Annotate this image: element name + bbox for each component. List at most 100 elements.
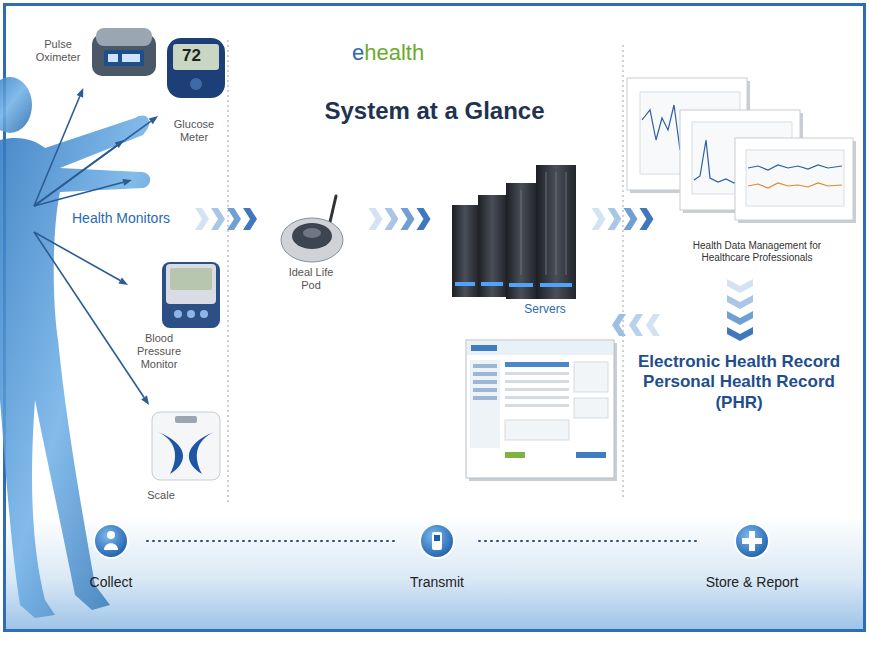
portal-screenshot [505,396,569,399]
return-chevrons [612,314,660,336]
portal-screenshot [505,380,569,383]
chevron [401,208,415,230]
arrow-head [118,277,128,285]
glucose-meter-device: Glucose Meter [158,32,230,148]
chart-cards [748,183,842,188]
dotted-connector [147,541,397,542]
node-label: Scale [140,489,182,502]
chevron [369,208,383,230]
blood-pressure-monitor-picture [166,264,216,304]
arrow-head [141,396,149,405]
pulse-oximeter-picture [108,54,118,62]
collect-step: Collect [80,522,144,596]
blood-pressure-monitor-picture [200,310,208,318]
chevron [727,311,753,325]
chevron [195,208,209,230]
servers: Servers [445,160,585,322]
ideal-life-pod: Ideal Life Pod [268,190,354,295]
pod-picture [281,196,343,262]
node-label: Store & Report [702,574,802,591]
step-icons [434,535,440,541]
chart-cards [627,78,856,223]
scale-picture [152,412,220,480]
divider-lines [623,45,624,500]
server-racks [506,183,536,299]
human-figure [0,77,150,618]
step-icons [432,532,442,550]
divider-lines [228,40,229,505]
node-label: Pulse Oximeter [32,38,84,64]
portal-screenshot [470,360,500,448]
server-racks [452,165,576,299]
step-icons [94,524,769,558]
scale-picture [175,416,197,423]
glucose-meter-picture [173,44,219,70]
dotted-line [479,540,699,542]
scale-picture [152,412,220,480]
step-icons [107,531,115,539]
portal-screenshot [505,388,569,391]
arrow-connector [34,232,128,285]
node-label: Electronic Health Record Personal Health… [628,352,850,413]
blood-pressure-monitor-picture [162,262,220,328]
scale-picture [189,432,214,474]
chevron-connector [369,208,431,230]
blood-pressure-monitor-picture [174,310,182,318]
portal-screenshot [471,345,497,351]
dotted-line [147,540,397,542]
return-chevrons [646,314,660,336]
server-racks [536,165,576,299]
blood-pressure-monitor-picture [170,268,212,290]
server-racks [478,195,506,297]
scale-device: Scale [140,405,228,510]
health-record-heading: Electronic Health Record Personal Health… [626,350,852,416]
chevron [227,208,241,230]
blood-pressure-monitor-picture [162,262,220,328]
node-label: Blood Pressure Monitor [128,332,190,372]
chevron [608,208,622,230]
portal-screenshot [473,388,497,392]
bottom-band [6,515,863,629]
store-report-step: Store & Report [702,522,804,596]
portal-screenshot [466,340,614,478]
glucose-meter-picture [190,78,202,90]
arrow-head [149,116,158,124]
bottom-band [6,515,863,629]
arrow-connector [34,232,149,405]
portal-screenshot [505,362,569,367]
chevron-connector [592,208,654,230]
step-icons [420,524,454,558]
portal-screenshot [473,364,497,368]
server-racks [481,282,503,286]
step-icons [735,524,769,558]
node-label: Health Monitors [72,210,182,227]
pulse-oximeter-device: Pulse Oximeter [30,20,165,88]
portal-screenshot [466,340,617,481]
portal-screenshot [574,362,608,392]
server-racks [452,205,478,297]
chevron [243,208,257,230]
server-racks [540,283,572,287]
health-data-management: Health Data Management for Healthcare Pr… [660,72,854,270]
blood-pressure-monitor-device: Blood Pressure Monitor [128,252,228,374]
glucose-reading: 72 [182,46,201,66]
node-label: Ideal Life Pod [283,266,339,292]
chevron [211,208,225,230]
pulse-oximeter-picture [104,50,144,66]
pulse-oximeter-picture [122,54,140,62]
chevron [727,295,753,309]
portal-screenshot [467,341,613,355]
pod-picture [303,228,321,238]
pulse-oximeter-picture [96,28,152,46]
arrow-head [77,88,84,98]
server-racks [546,172,547,275]
step-icons [742,538,762,544]
chevron [640,208,654,230]
node-label: Health Data Management for Healthcare Pr… [674,240,840,264]
arrow-line [34,121,151,206]
transmit-step: Transmit [400,522,476,596]
blood-pressure-monitor-picture [187,310,195,318]
portal-screenshot [473,380,497,384]
dotted-connector [479,541,699,542]
chevron-connector [195,208,257,230]
